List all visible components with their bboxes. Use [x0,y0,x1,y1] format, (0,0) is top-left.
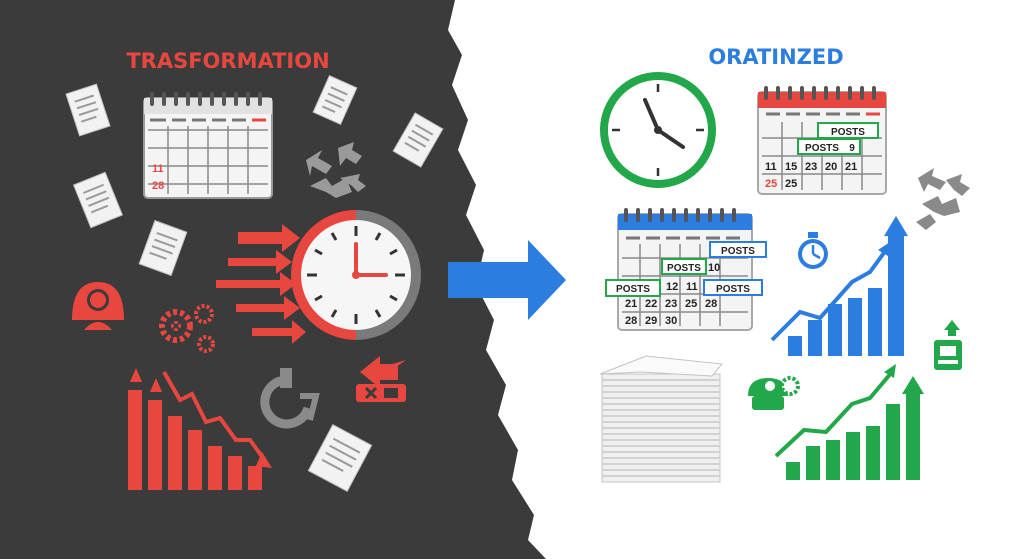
posts-tag: POSTS [831,127,865,138]
calendar-date: 20 [825,161,837,173]
calendar-date: 23 [805,161,817,173]
clock-icon [600,72,716,188]
paper-icon [392,112,444,168]
calendar-date: 29 [645,315,657,327]
calendar-date: 25 [765,178,777,190]
posts-tag: POSTS [721,246,755,257]
calendar-mid: POSTS POSTS 10 12 11 POSTS POSTS 21 22 2… [605,208,767,331]
scattered-arrows-icon [306,142,366,198]
clock-icon [291,210,421,340]
calendar-date: 30 [665,315,677,327]
declining-chart-icon [128,368,272,490]
person-icon [72,282,124,330]
scattered-arrows-icon [916,168,970,230]
right-title: ORATINZED [708,45,843,69]
posts-tag: POSTS [667,263,701,274]
paper-icon [307,424,373,492]
growth-chart-icon [774,364,924,480]
calendar-date: 28 [625,315,637,327]
calendar-date: 25 [785,178,797,190]
inbox-icon [934,320,962,370]
crossed-arrows-icon [356,356,406,402]
left-title: TRASFORMATION [126,49,329,73]
stopwatch-icon [798,232,828,269]
calendar-date: 28 [705,298,717,310]
calendar-date-11: 11 [152,163,164,175]
paper-icon [65,83,111,137]
calendar-date: 25 [685,298,697,310]
calendar-date: 15 [785,161,797,173]
calendar-date: 23 [665,298,677,310]
gears-icon [159,304,215,353]
posts-tag: POSTS [805,143,839,154]
calendar-date: 21 [625,298,637,310]
calendar-date-28: 28 [152,180,164,192]
speed-arrows-icon [216,224,306,344]
calendar-date: 11 [686,281,698,293]
right-arrow-icon [448,240,566,320]
calendar-top: POSTS POSTS 9 11 15 23 20 21 25 25 [757,86,887,195]
paper-icon [312,74,358,126]
calendar-date: 9 [849,143,855,154]
calendar-date: 12 [666,281,678,293]
robot-icon [748,376,800,410]
posts-tag: POSTS [616,284,650,295]
posts-tag: POSTS [716,284,750,295]
paper-icon [138,219,188,277]
calendar-icon: 11 28 [143,92,273,199]
broken-link-icon [260,368,320,429]
paper-icon [72,171,124,229]
calendar-date: 11 [765,161,777,173]
calendar-date: 10 [708,262,720,274]
paper-stack-icon [599,355,723,483]
calendar-date: 22 [645,298,657,310]
rising-chart-icon [770,216,908,356]
calendar-date: 21 [845,161,857,173]
